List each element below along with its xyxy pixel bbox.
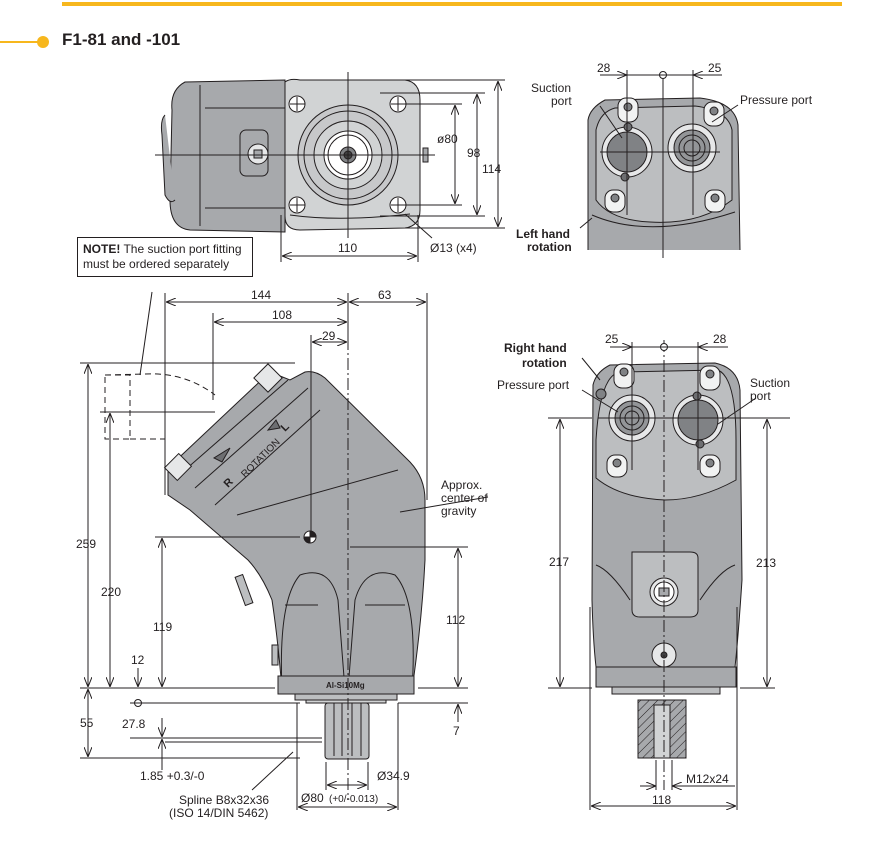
dim-259: 259 bbox=[76, 537, 96, 551]
rh-rotation-label-1: Right hand bbox=[504, 341, 567, 355]
lh-rotation-label-2: rotation bbox=[527, 240, 572, 254]
note-bold: NOTE! bbox=[83, 242, 121, 256]
spline-label-2: (ISO 14/DIN 5462) bbox=[169, 806, 268, 820]
cog-label-1: Approx. bbox=[441, 478, 482, 492]
dim-pilot-diameter-side: Ø80 bbox=[301, 791, 324, 805]
lh-dim-25: 25 bbox=[708, 61, 722, 75]
dim-217: 217 bbox=[549, 555, 569, 569]
front-view bbox=[155, 72, 505, 262]
dim-thread: M12x24 bbox=[686, 772, 729, 786]
title-leader-line bbox=[0, 41, 42, 43]
title-bullet-icon bbox=[37, 36, 49, 48]
dim-pilot-tolerance: (+0/-0.013) bbox=[329, 794, 378, 805]
note-line-1: The suction port fitting bbox=[120, 242, 242, 256]
header-rule bbox=[62, 2, 842, 6]
dim-213: 213 bbox=[756, 556, 776, 570]
dim-tolerance: 1.85 +0.3/-0 bbox=[140, 769, 205, 783]
dim-220: 220 bbox=[101, 585, 121, 599]
dim-29: 29 bbox=[322, 329, 336, 343]
dim-114: 114 bbox=[482, 162, 501, 176]
dim-118: 118 bbox=[652, 793, 671, 807]
note-box: NOTE! The suction port fitting must be o… bbox=[77, 237, 253, 277]
spline-label-1: Spline B8x32x36 bbox=[179, 793, 269, 807]
left-hand-rotation-view bbox=[579, 70, 741, 258]
rh-dim-25: 25 bbox=[605, 332, 619, 346]
rh-suction-label-2: port bbox=[750, 389, 771, 403]
rh-pressure-label: Pressure port bbox=[497, 378, 570, 392]
note-line-2: must be ordered separately bbox=[83, 257, 230, 271]
dim-108: 108 bbox=[272, 308, 292, 322]
dim-27-8: 27.8 bbox=[122, 717, 146, 731]
rh-rotation-label-2: rotation bbox=[522, 356, 567, 370]
lh-suction-label-2: port bbox=[551, 94, 572, 108]
cog-label-3: gravity bbox=[441, 504, 476, 518]
dim-12: 12 bbox=[131, 653, 145, 667]
cog-label-2: center of bbox=[441, 491, 488, 505]
dim-63: 63 bbox=[378, 288, 392, 302]
dim-shaft-diameter: Ø34.9 bbox=[377, 769, 410, 783]
dim-98: 98 bbox=[467, 146, 481, 160]
dim-119: 119 bbox=[153, 620, 172, 634]
rh-suction-label-1: Suction bbox=[750, 376, 790, 390]
dim-7: 7 bbox=[453, 724, 460, 738]
dim-110: 110 bbox=[338, 241, 357, 255]
material-label: Al-Si10Mg bbox=[326, 681, 365, 690]
dim-55: 55 bbox=[80, 716, 94, 730]
dim-bolt-holes: Ø13 (x4) bbox=[430, 241, 477, 255]
dim-144: 144 bbox=[251, 288, 271, 302]
lh-rotation-label-1: Left hand bbox=[516, 227, 570, 241]
lh-pressure-label: Pressure port bbox=[740, 93, 813, 107]
right-hand-rotation-view bbox=[548, 340, 790, 810]
dim-112: 112 bbox=[446, 613, 465, 627]
lh-dim-28: 28 bbox=[597, 61, 611, 75]
rh-dim-28: 28 bbox=[713, 332, 727, 346]
dim-pilot-diameter-front: ø80 bbox=[437, 132, 458, 146]
lh-suction-label-1: Suction bbox=[531, 81, 571, 95]
side-view bbox=[80, 291, 489, 810]
page-title: F1-81 and -101 bbox=[62, 30, 181, 49]
